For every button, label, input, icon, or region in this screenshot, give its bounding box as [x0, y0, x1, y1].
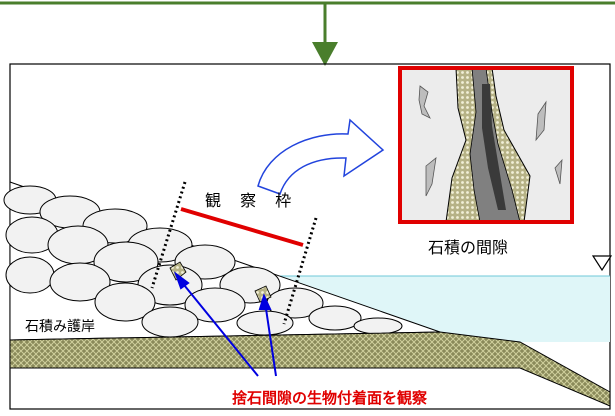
curved-arrow-icon — [257, 118, 385, 195]
stone-revetment — [3, 181, 441, 341]
observation-frame-label: 観 察 枠 — [205, 191, 299, 210]
observation-frame-marker — [150, 181, 318, 325]
pointer-arrows — [173, 271, 277, 377]
connector-arrow — [0, 1, 615, 66]
observation-note-label: 捨石間隙の生物付着面を観察 — [232, 389, 428, 407]
masonry-revetment-label: 石積み護岸 — [20, 316, 100, 336]
stone-gap-panel — [398, 66, 574, 224]
water-level-triangle-icon — [591, 255, 613, 272]
water-area — [255, 276, 610, 342]
ground-layer — [9, 331, 611, 407]
down-arrow-icon — [312, 42, 338, 66]
stone-gap-label: 石積の間隙 — [428, 238, 509, 257]
